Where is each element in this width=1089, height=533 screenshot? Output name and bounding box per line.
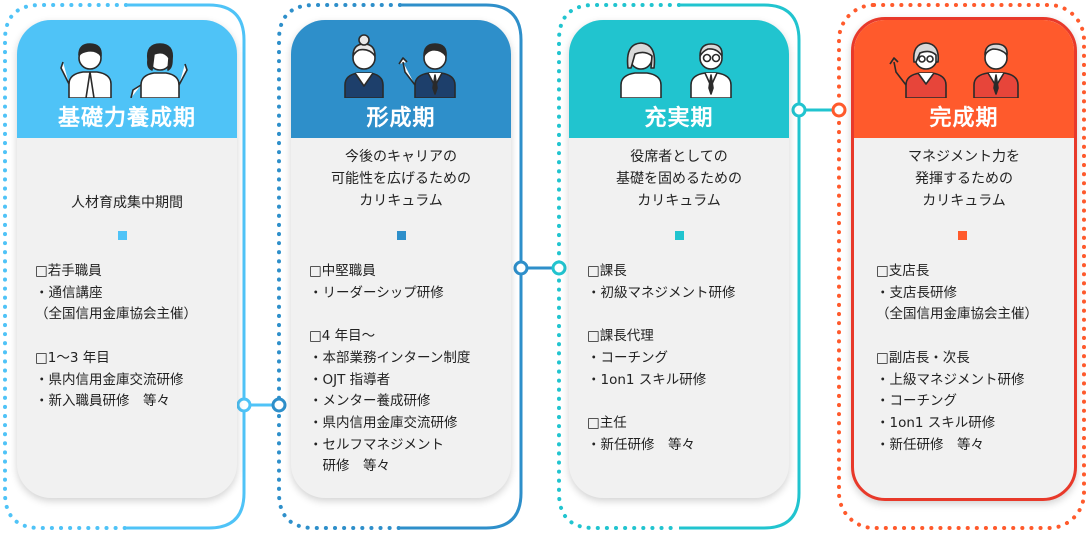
- category-heading: □中堅職員: [309, 263, 376, 279]
- list-item: ・1on1 スキル研修: [587, 371, 707, 388]
- list-item: ・初級マネジメント研修: [587, 284, 736, 301]
- list-item: ・県内信用金庫交流研修: [35, 371, 184, 388]
- list-item: （全国信用金庫協会主催）: [35, 306, 197, 323]
- training-list: □中堅職員 ・リーダーシップ研修 □4 年目～ ・本部業務インターン制度 ・OJ…: [309, 261, 505, 478]
- square-marker-icon: [397, 231, 406, 240]
- category-heading: □支店長: [876, 263, 930, 279]
- executive-staff-icon: [889, 42, 1019, 98]
- stage-description: マネジメント力を 発揮するための カリキュラム: [854, 146, 1074, 212]
- list-item: ・県内信用金庫交流研修: [309, 414, 458, 431]
- senior-staff-icon: [620, 42, 732, 98]
- training-list: □課長 ・初級マネジメント研修 □課長代理 ・コーチング ・1on1 スキル研修…: [587, 261, 783, 456]
- list-item: （全国信用金庫協会主催）: [876, 306, 1038, 323]
- list-item: ・新入職員研修 等々: [35, 393, 170, 410]
- description-line: 役席者としての: [630, 149, 728, 165]
- stage-card-foundation: 基礎力養成期 人材育成集中期間 □若手職員 ・通信講座 （全国信用金庫協会主催）…: [17, 20, 237, 498]
- list-item: ・コーチング: [587, 349, 668, 366]
- stage3-frame: [557, 3, 801, 530]
- stage-title: 完成期: [929, 106, 999, 131]
- category-heading: □主任: [587, 414, 627, 431]
- stage-description: 人材育成集中期間: [17, 192, 237, 214]
- description-line: カリキュラム: [922, 193, 1006, 209]
- stage-header: 充実期: [569, 20, 789, 138]
- stage4-frame: [837, 3, 1086, 530]
- list-item: ・リーダーシップ研修: [309, 284, 444, 301]
- category-heading: □若手職員: [35, 263, 102, 279]
- connector-3-4: [791, 102, 847, 118]
- square-marker-icon: [958, 231, 967, 240]
- stage-title: 基礎力養成期: [57, 106, 196, 131]
- stage-card-formation: 形成期 今後のキャリアの 可能性を広げるための カリキュラム □中堅職員 ・リー…: [291, 20, 511, 498]
- stage1-frame: [3, 3, 246, 530]
- stage-header: 基礎力養成期: [17, 20, 237, 138]
- square-marker-icon: [675, 231, 684, 240]
- category-heading: □課長代理: [587, 328, 654, 345]
- training-list: □支店長 ・支店長研修 （全国信用金庫協会主催） □副店長・次長 ・上級マネジメ…: [876, 261, 1068, 456]
- young-staff-icon: [60, 43, 188, 98]
- list-item: ・上級マネジメント研修: [876, 371, 1025, 388]
- list-item: ・新任研修 等々: [587, 436, 695, 453]
- description-line: 可能性を広げるための: [331, 171, 471, 187]
- list-item: ・OJT 指導者: [309, 371, 391, 388]
- stage-card-completion: 完成期 マネジメント力を 発揮するための カリキュラム □支店長 ・支店長研修 …: [851, 17, 1077, 501]
- square-marker-icon: [118, 231, 127, 240]
- stage-card-enrichment: 充実期 役席者としての 基礎を固めるための カリキュラム □課長 ・初級マネジメ…: [569, 20, 789, 498]
- list-item: ・新任研修 等々: [876, 436, 984, 453]
- stage-description: 今後のキャリアの 可能性を広げるための カリキュラム: [291, 146, 511, 212]
- description-line: 発揮するための: [915, 171, 1013, 187]
- connector-1-2: [236, 397, 287, 413]
- stage-title: 形成期: [366, 106, 436, 131]
- category-heading: □副店長・次長: [876, 349, 970, 366]
- description-line: カリキュラム: [359, 193, 443, 209]
- stage-header: 形成期: [291, 20, 511, 138]
- description-line: 人材育成集中期間: [71, 195, 183, 211]
- list-item: ・支店長研修: [876, 284, 957, 301]
- description-line: マネジメント力を: [908, 149, 1020, 165]
- stage-description: 役席者としての 基礎を固めるための カリキュラム: [569, 146, 789, 212]
- category-heading: □4 年目～: [309, 328, 376, 345]
- description-line: 今後のキャリアの: [345, 149, 457, 165]
- list-item: 研修 等々: [309, 458, 390, 475]
- description-line: カリキュラム: [637, 193, 721, 209]
- list-item: ・コーチング: [876, 393, 957, 410]
- list-item: ・本部業務インターン制度: [309, 349, 471, 366]
- description-line: 基礎を固めるための: [616, 171, 742, 187]
- list-item: ・通信講座: [35, 284, 103, 301]
- category-heading: □1～3 年目: [35, 349, 110, 366]
- stage-title: 充実期: [644, 106, 714, 131]
- stage-header: 完成期: [854, 20, 1074, 138]
- list-item: ・1on1 スキル研修: [876, 414, 996, 431]
- category-heading: □課長: [587, 263, 627, 279]
- list-item: ・セルフマネジメント: [309, 436, 444, 453]
- connector-2-3: [513, 260, 567, 276]
- mid-career-staff-icon: [344, 34, 456, 98]
- training-list: □若手職員 ・通信講座 （全国信用金庫協会主催） □1～3 年目 ・県内信用金庫…: [35, 261, 231, 413]
- list-item: ・メンター養成研修: [309, 393, 431, 410]
